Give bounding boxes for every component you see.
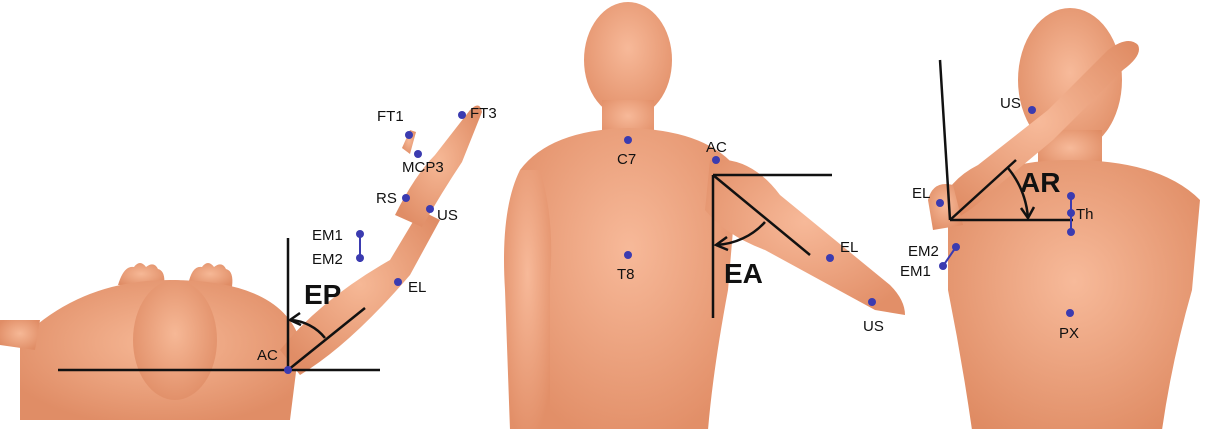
panel-top-view: EP FT1 FT3 MCP3 RS US EM1 EM2 EL AC [0, 0, 520, 429]
label-us: US [1000, 95, 1021, 112]
label-em2: EM2 [908, 243, 939, 260]
label-el: EL [408, 279, 426, 296]
label-em1: EM1 [900, 263, 931, 280]
marker-el [936, 199, 944, 207]
marker-ac [284, 366, 292, 374]
marker-em1 [939, 262, 947, 270]
label-el: EL [840, 239, 858, 256]
marker-ac [712, 156, 720, 164]
label-em1: EM1 [312, 227, 343, 244]
marker-em1 [356, 230, 364, 238]
marker-ft3 [458, 111, 466, 119]
marker-th [1067, 209, 1075, 217]
label-ac: AC [706, 139, 727, 156]
marker-px [1066, 309, 1074, 317]
marker-em2 [356, 254, 364, 262]
marker-th-upper [1067, 192, 1075, 200]
angle-label-ar: AR [1020, 167, 1060, 198]
body-back-view [504, 2, 905, 429]
label-us: US [437, 207, 458, 224]
angle-label-ea: EA [724, 258, 763, 289]
marker-c7 [624, 136, 632, 144]
label-em2: EM2 [312, 251, 343, 268]
angle-label-ep: EP [304, 279, 341, 310]
label-th: Th [1076, 206, 1094, 223]
label-us: US [863, 318, 884, 335]
panel-front-view: AR US EL Th EM2 EM1 PX [898, 0, 1218, 429]
marker-el [826, 254, 834, 262]
marker-em2 [952, 243, 960, 251]
marker-rs [402, 194, 410, 202]
marker-th-lower [1067, 228, 1075, 236]
body-front-view [928, 8, 1200, 429]
label-rs: RS [376, 190, 397, 207]
marker-mcp3 [414, 150, 422, 158]
label-ac: AC [257, 347, 278, 364]
label-t8: T8 [617, 266, 635, 283]
panel-back-view: EA C7 AC T8 EL US [480, 0, 920, 429]
marker-us [1028, 106, 1036, 114]
marker-us [426, 205, 434, 213]
label-c7: C7 [617, 151, 636, 168]
label-mcp3: MCP3 [402, 159, 444, 176]
marker-el [394, 278, 402, 286]
marker-ft1 [405, 131, 413, 139]
marker-t8 [624, 251, 632, 259]
label-el: EL [912, 185, 930, 202]
body-top-view [0, 105, 482, 420]
label-px: PX [1059, 325, 1079, 342]
marker-us [868, 298, 876, 306]
label-ft1: FT1 [377, 108, 404, 125]
